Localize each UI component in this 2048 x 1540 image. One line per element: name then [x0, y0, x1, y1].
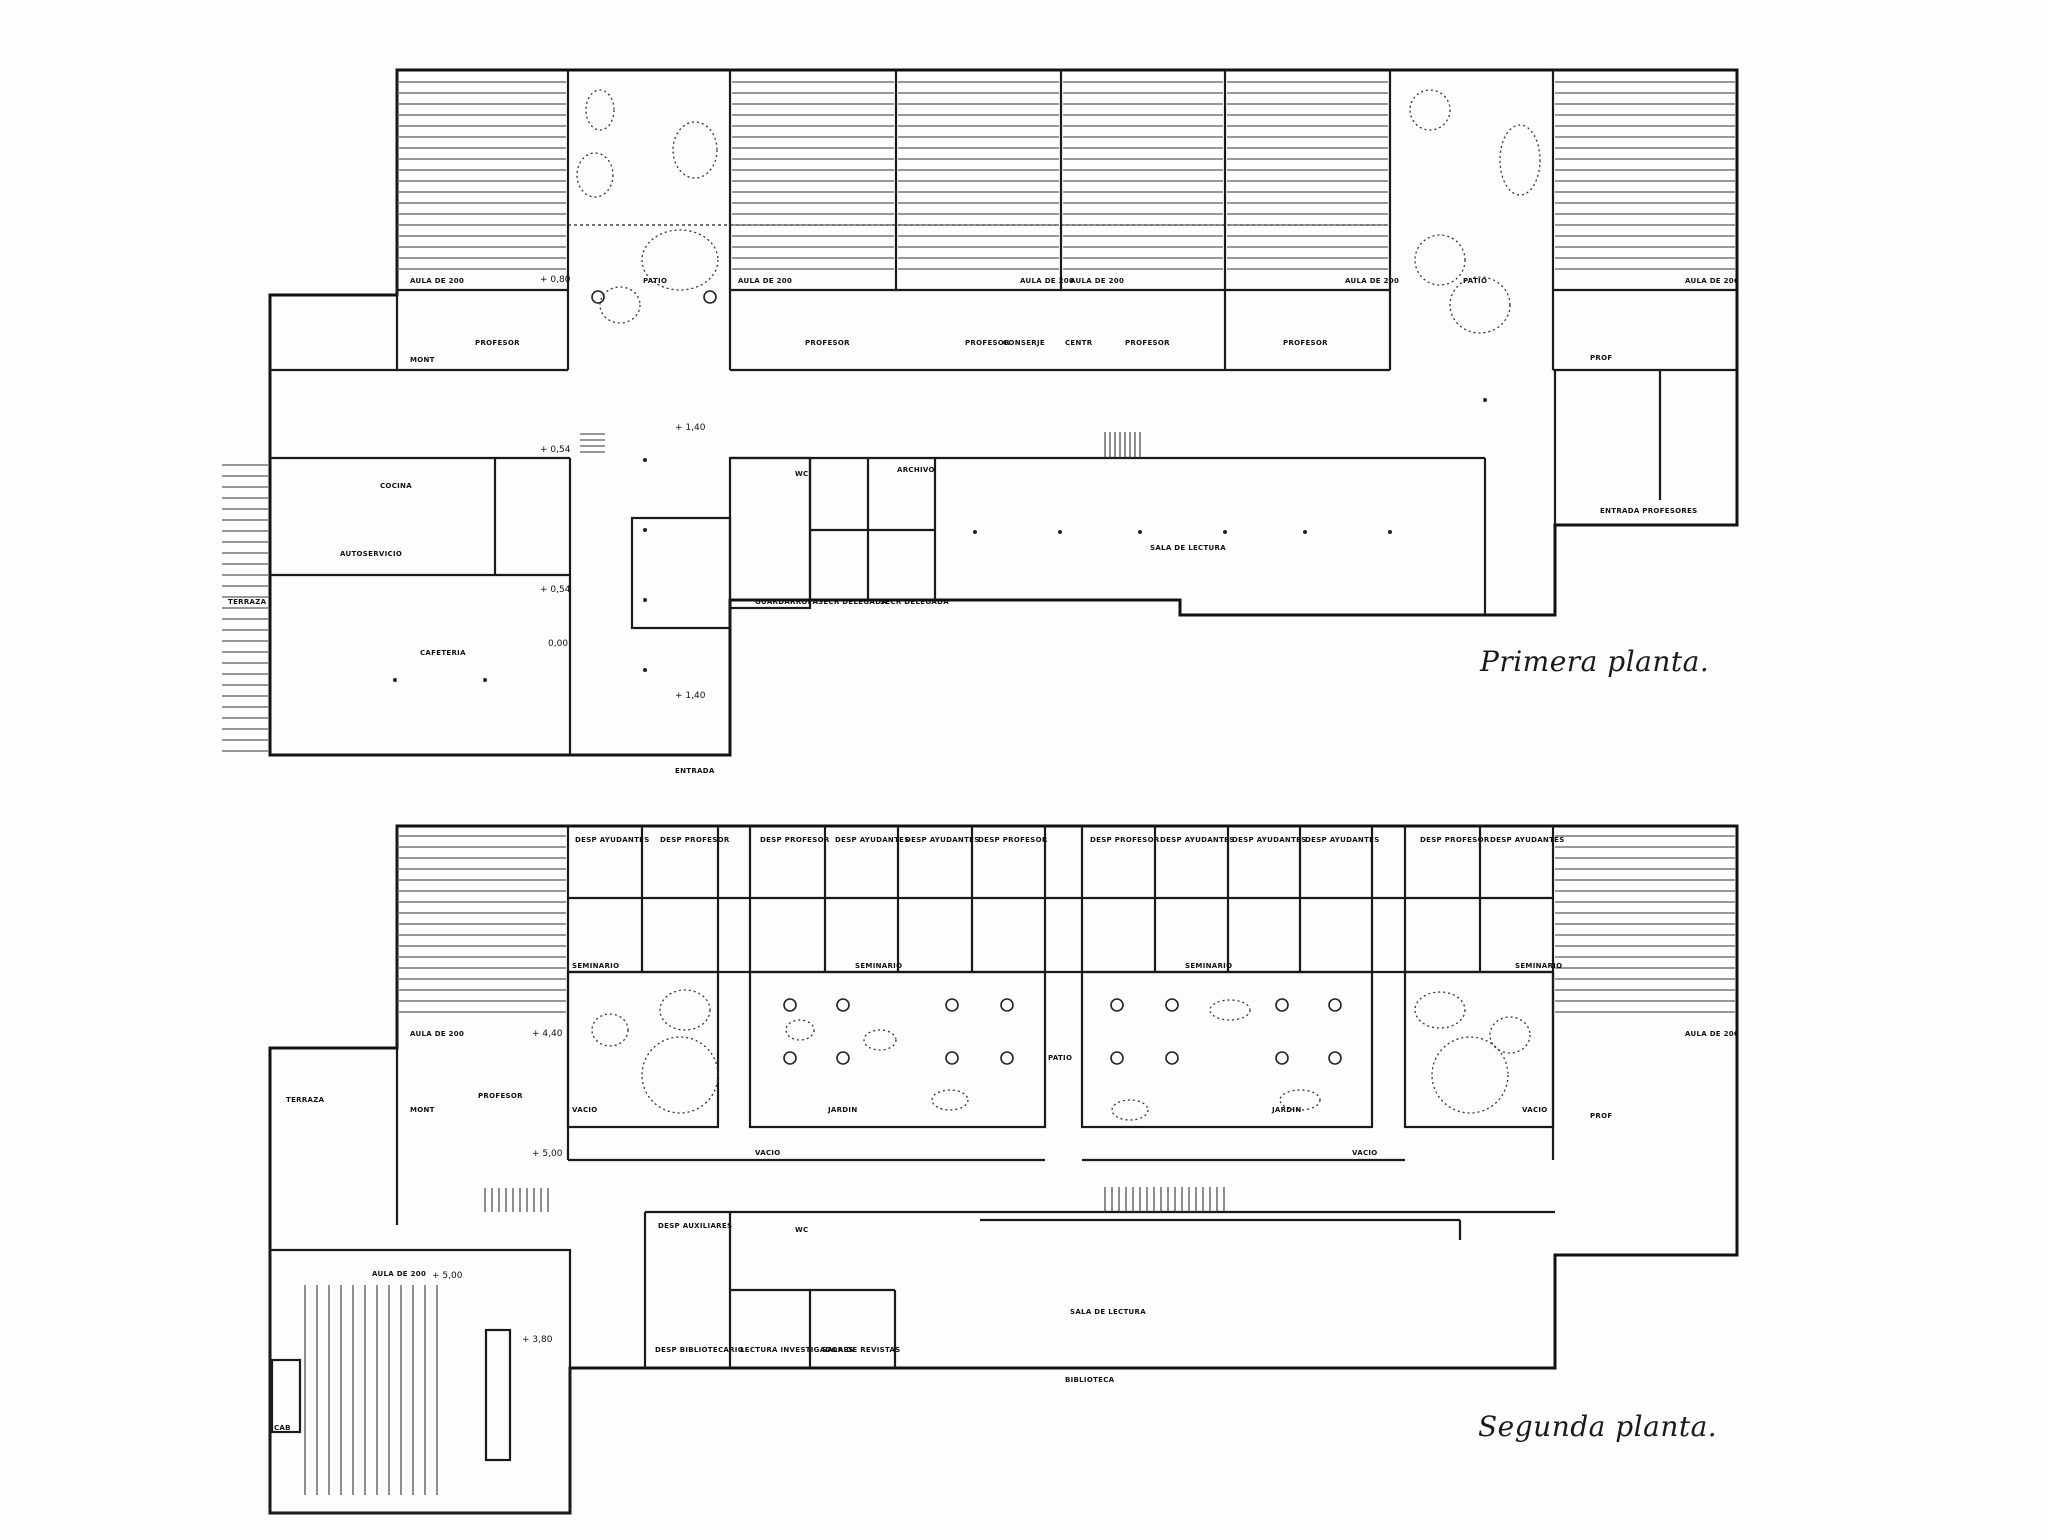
room-label: PROFESOR	[965, 339, 1010, 347]
room-label: DESP AYUDANTES	[905, 836, 980, 844]
room-label: AULA DE 200	[410, 1030, 464, 1038]
room-label: VACIO	[1522, 1106, 1548, 1114]
first-floor-patio-trees	[576, 89, 1541, 334]
room-label: CAB	[274, 1424, 291, 1432]
room-label: CAFETERIA	[420, 649, 466, 657]
room-label: AULA DE 200	[1020, 277, 1074, 285]
second-floor-caption: Segunda planta.	[1478, 1410, 1718, 1443]
first-floor-plan: AULA DE 200 AULA DE 200 AULA DE 200 AULA…	[222, 68, 1739, 775]
level-marker: + 0,54	[540, 445, 571, 455]
room-label: WC	[795, 1226, 808, 1234]
level-marker: 0,00	[548, 639, 568, 649]
room-label: PROFESOR	[1125, 339, 1170, 347]
room-label: AULA DE 200	[372, 1270, 426, 1278]
room-label: SALA DE LECTURA	[1150, 544, 1226, 552]
room-label: SALA DE REVISTAS	[822, 1346, 901, 1354]
level-marker: + 4,40	[532, 1029, 563, 1039]
room-label: DESP PROFESOR	[978, 836, 1048, 844]
room-label: ENTRADA	[675, 767, 715, 775]
room-label: SECR DELEGADA	[880, 598, 949, 606]
room-label: ENTRADA PROFESORES	[1600, 507, 1698, 515]
room-label: DESP PROFESOR	[760, 836, 830, 844]
room-label: DESP AYUDANTES	[1305, 836, 1380, 844]
room-label: VACIO	[1352, 1149, 1378, 1157]
room-label: DESP AYUDANTES	[835, 836, 910, 844]
room-label: JARDIN	[1271, 1106, 1302, 1114]
room-label: MONT	[410, 1106, 435, 1114]
first-floor-columns	[393, 398, 1487, 682]
level-marker: + 5,00	[432, 1271, 463, 1281]
level-marker: + 3,80	[522, 1335, 553, 1345]
room-label: DESP AYUDANTES	[1232, 836, 1307, 844]
second-floor-patio-trees	[591, 989, 1531, 1121]
room-label: DESP AYUDANTES	[1160, 836, 1235, 844]
level-marker: + 1,40	[675, 423, 706, 433]
room-label: AULA DE 200	[1345, 277, 1399, 285]
room-label: GUARDARROPA	[755, 598, 818, 606]
room-label: AUTOSERVICIO	[340, 550, 402, 558]
room-label: PROFESOR	[1283, 339, 1328, 347]
planter-circles	[783, 998, 1342, 1065]
room-label: SEMINARIO	[855, 962, 902, 970]
first-floor-seating-hatch	[399, 81, 1735, 270]
room-label: SEMINARIO	[1185, 962, 1232, 970]
room-label: DESP PROFESOR	[1420, 836, 1490, 844]
room-label: AULA DE 200	[1070, 277, 1124, 285]
room-label: PROFESOR	[475, 339, 520, 347]
room-label: AULA DE 200	[1685, 1030, 1739, 1038]
auditorium-seating	[304, 1285, 438, 1495]
room-label: DESP PROFESOR	[660, 836, 730, 844]
room-label: MONT	[410, 356, 435, 364]
second-floor-seating-hatch	[399, 835, 1735, 1013]
level-marker: + 1,40	[675, 691, 706, 701]
second-floor-stairs	[484, 1187, 1225, 1212]
level-marker: + 5,00	[532, 1149, 563, 1159]
room-label: PATIO	[643, 277, 667, 285]
room-label: PROFESOR	[805, 339, 850, 347]
room-label: SALA DE LECTURA	[1070, 1308, 1146, 1316]
room-label: AULA DE 200	[738, 277, 792, 285]
room-label: COCINA	[380, 482, 412, 490]
second-floor-plan: DESP AYUDANTES DESP PROFESOR DESP PROFES…	[268, 824, 1739, 1515]
first-floor-caption: Primera planta.	[1480, 645, 1710, 678]
room-label: ARCHIVO	[897, 466, 935, 474]
level-marker: + 0,54	[540, 585, 571, 595]
room-label: PATIO	[1048, 1054, 1072, 1062]
first-floor-stairs	[580, 432, 1141, 458]
room-label: SECR DELEGADA	[818, 598, 887, 606]
room-label: LECTURA INVESTIGADORES	[740, 1346, 854, 1354]
room-label: AULA DE 200	[1685, 277, 1739, 285]
room-label: DESP BIBLIOTECARIO	[655, 1346, 744, 1354]
first-floor-outline	[268, 68, 1739, 757]
room-label: PROFESOR	[478, 1092, 523, 1100]
room-label: CONSERJE	[1003, 339, 1045, 347]
room-label: DESP PROFESOR	[1090, 836, 1160, 844]
first-floor-terrace-steps	[222, 464, 268, 752]
room-label: WC	[795, 470, 808, 478]
room-label: DESP AYUDANTES	[575, 836, 650, 844]
room-label: DESP AYUDANTES	[1490, 836, 1565, 844]
room-label: BIBLIOTECA	[1065, 1376, 1115, 1384]
room-label: TERRAZA	[228, 598, 267, 606]
room-label: VACIO	[755, 1149, 781, 1157]
room-label: DESP AUXILIARES	[658, 1222, 732, 1230]
room-label: AULA DE 200	[410, 277, 464, 285]
room-label: CENTR	[1065, 339, 1093, 347]
room-label: JARDIN	[827, 1106, 858, 1114]
room-label: PROF	[1590, 354, 1612, 362]
room-label: SEMINARIO	[1515, 962, 1562, 970]
level-marker: + 0,80	[540, 275, 571, 285]
room-label: VACIO	[572, 1106, 598, 1114]
room-label: PROF	[1590, 1112, 1612, 1120]
room-label: SEMINARIO	[572, 962, 619, 970]
room-label: TERRAZA	[286, 1096, 325, 1104]
room-label: PATIO	[1463, 277, 1487, 285]
